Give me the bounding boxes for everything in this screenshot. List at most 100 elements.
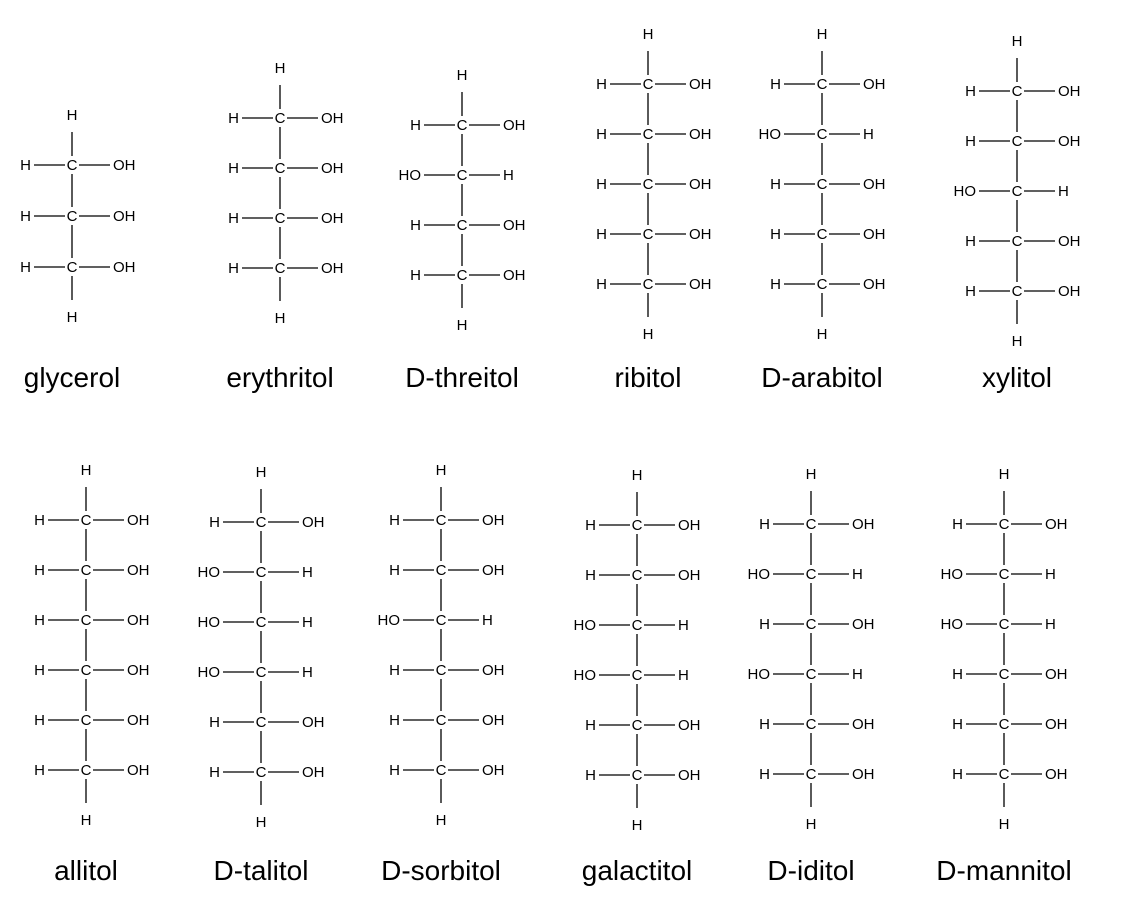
carbon-atom-label: C — [999, 766, 1010, 783]
carbon-atom-label: C — [643, 76, 654, 93]
hydrogen-atom-label: H — [596, 76, 607, 93]
hydrogen-atom-label: H — [503, 167, 514, 184]
hydrogen-atom-label: H — [585, 567, 596, 584]
carbon-atom-label: C — [817, 126, 828, 143]
hydrogen-atom-label: H — [965, 83, 976, 100]
hydroxyl-group-label: HO — [759, 126, 782, 143]
hydrogen-atom-label: H — [457, 67, 468, 84]
hydrogen-atom-label: H — [228, 160, 239, 177]
hydroxyl-group-label: OH — [852, 766, 875, 783]
hydrogen-atom-label: H — [228, 260, 239, 277]
carbon-atom-label: C — [643, 126, 654, 143]
hydroxyl-group-label: HO — [954, 183, 977, 200]
carbon-atom-label: C — [67, 208, 78, 225]
hydrogen-atom-label: H — [256, 464, 267, 481]
hydrogen-atom-label: H — [952, 766, 963, 783]
hydroxyl-group-label: HO — [941, 616, 964, 633]
carbon-atom-label: C — [999, 516, 1010, 533]
carbon-atom-label: C — [256, 514, 267, 531]
hydrogen-atom-label: H — [34, 512, 45, 529]
molecule-name-label: D-mannitol — [936, 855, 1072, 886]
hydroxyl-group-label: HO — [748, 566, 771, 583]
hydrogen-atom-label: H — [596, 176, 607, 193]
hydrogen-atom-label: H — [20, 208, 31, 225]
hydrogen-atom-label: H — [999, 816, 1010, 833]
carbon-atom-label: C — [1012, 233, 1023, 250]
hydroxyl-group-label: OH — [678, 567, 701, 584]
hydroxyl-group-label: OH — [863, 176, 886, 193]
carbon-atom-label: C — [81, 562, 92, 579]
hydroxyl-group-label: OH — [1058, 233, 1081, 250]
hydroxyl-group-label: OH — [852, 516, 875, 533]
hydroxyl-group-label: OH — [1045, 666, 1068, 683]
carbon-atom-label: C — [817, 276, 828, 293]
carbon-atom-label: C — [67, 259, 78, 276]
molecule-name-label: allitol — [54, 855, 118, 886]
carbon-atom-label: C — [81, 512, 92, 529]
carbon-atom-label: C — [632, 717, 643, 734]
hydrogen-atom-label: H — [632, 817, 643, 834]
hydrogen-atom-label: H — [863, 126, 874, 143]
hydrogen-atom-label: H — [482, 612, 493, 629]
hydrogen-atom-label: H — [81, 462, 92, 479]
hydroxyl-group-label: OH — [689, 176, 712, 193]
hydrogen-atom-label: H — [678, 617, 689, 634]
carbon-atom-label: C — [632, 767, 643, 784]
hydrogen-atom-label: H — [1012, 33, 1023, 50]
hydrogen-atom-label: H — [209, 714, 220, 731]
hydrogen-atom-label: H — [952, 666, 963, 683]
hydroxyl-group-label: OH — [127, 762, 150, 779]
carbon-atom-label: C — [806, 666, 817, 683]
carbon-atom-label: C — [1012, 283, 1023, 300]
molecule-name-label: D-sorbitol — [381, 855, 501, 886]
hydrogen-atom-label: H — [770, 276, 781, 293]
hydrogen-atom-label: H — [1012, 333, 1023, 350]
hydroxyl-group-label: HO — [198, 564, 221, 581]
hydrogen-atom-label: H — [67, 309, 78, 326]
molecule-name-label: glycerol — [23, 362, 121, 393]
hydrogen-atom-label: H — [209, 764, 220, 781]
hydrogen-atom-label: H — [852, 566, 863, 583]
carbon-atom-label: C — [632, 667, 643, 684]
hydroxyl-group-label: OH — [1045, 766, 1068, 783]
carbon-atom-label: C — [81, 662, 92, 679]
hydrogen-atom-label: H — [759, 766, 770, 783]
hydroxyl-group-label: OH — [321, 110, 344, 127]
hydroxyl-group-label: OH — [852, 716, 875, 733]
carbon-atom-label: C — [817, 76, 828, 93]
hydrogen-atom-label: H — [770, 76, 781, 93]
hydroxyl-group-label: OH — [863, 76, 886, 93]
carbon-atom-label: C — [256, 664, 267, 681]
hydrogen-atom-label: H — [389, 562, 400, 579]
hydrogen-atom-label: H — [209, 514, 220, 531]
carbon-atom-label: C — [806, 766, 817, 783]
hydrogen-atom-label: H — [302, 614, 313, 631]
hydroxyl-group-label: OH — [127, 712, 150, 729]
hydrogen-atom-label: H — [34, 762, 45, 779]
hydroxyl-group-label: OH — [678, 767, 701, 784]
hydroxyl-group-label: OH — [127, 612, 150, 629]
carbon-atom-label: C — [999, 616, 1010, 633]
carbon-atom-label: C — [806, 716, 817, 733]
carbon-atom-label: C — [256, 564, 267, 581]
hydrogen-atom-label: H — [817, 26, 828, 43]
carbon-atom-label: C — [436, 712, 447, 729]
hydroxyl-group-label: OH — [503, 267, 526, 284]
hydrogen-atom-label: H — [20, 157, 31, 174]
carbon-atom-label: C — [643, 276, 654, 293]
hydroxyl-group-label: OH — [863, 276, 886, 293]
hydroxyl-group-label: OH — [127, 662, 150, 679]
carbon-atom-label: C — [436, 662, 447, 679]
hydroxyl-group-label: OH — [678, 517, 701, 534]
hydrogen-atom-label: H — [1058, 183, 1069, 200]
hydrogen-atom-label: H — [806, 466, 817, 483]
carbon-atom-label: C — [817, 226, 828, 243]
hydroxyl-group-label: OH — [302, 764, 325, 781]
carbon-atom-label: C — [632, 517, 643, 534]
hydroxyl-group-label: OH — [689, 76, 712, 93]
carbon-atom-label: C — [643, 226, 654, 243]
